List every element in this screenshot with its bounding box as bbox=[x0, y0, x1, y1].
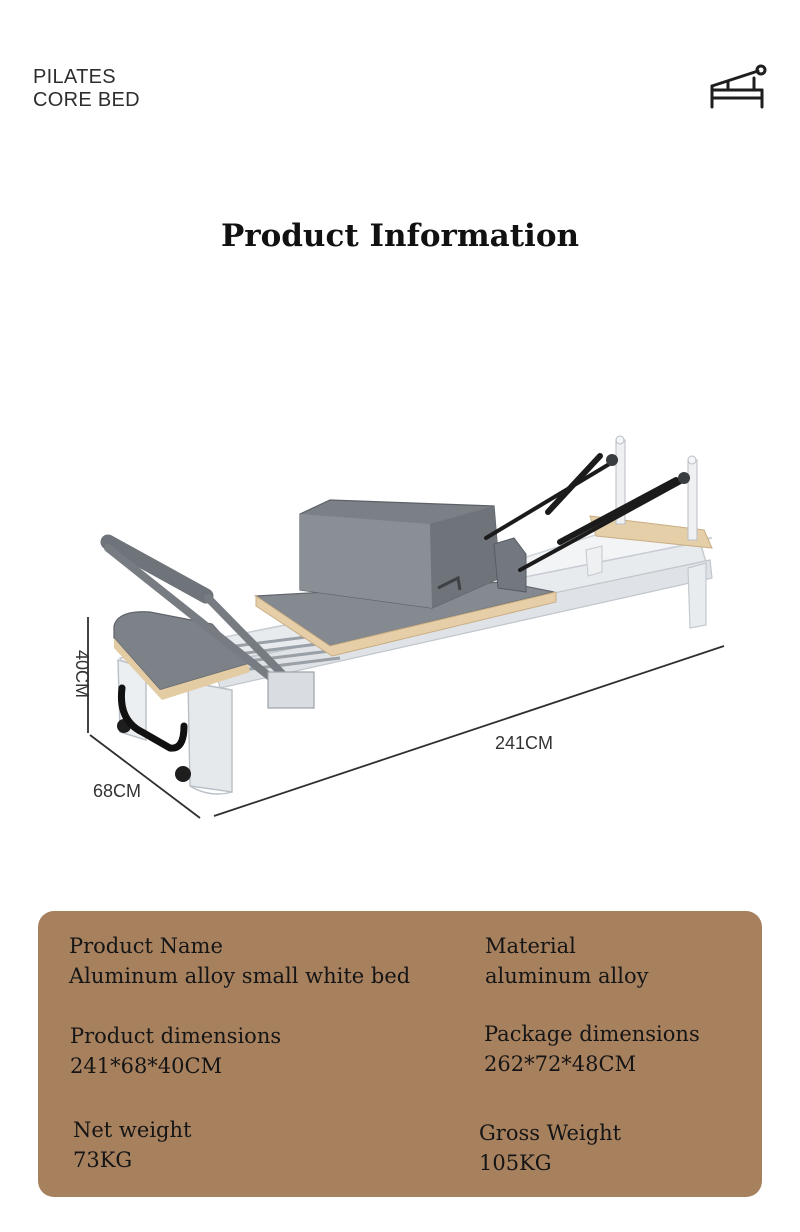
spec-value: aluminum alloy bbox=[485, 964, 649, 988]
brand-line-2: CORE BED bbox=[33, 89, 140, 111]
spec-label: Net weight bbox=[73, 1118, 192, 1142]
length-dimension-label: 241CM bbox=[495, 733, 553, 753]
spec-value: 73KG bbox=[73, 1148, 133, 1172]
spec-value: 105KG bbox=[479, 1151, 552, 1175]
spec-label: Material bbox=[485, 934, 576, 958]
spec-material: Material aluminum alloy bbox=[485, 931, 649, 991]
spec-value: 262*72*48CM bbox=[484, 1052, 637, 1076]
height-dimension-label: 40CM bbox=[72, 650, 92, 698]
page-title: Product Information bbox=[220, 218, 580, 254]
reformer-product-illustration: 40CM 68CM 241CM bbox=[72, 435, 725, 819]
spec-product-dimensions: Product dimensions 241*68*40CM bbox=[70, 1021, 281, 1081]
spec-label: Product dimensions bbox=[70, 1024, 282, 1048]
spec-label: Product Name bbox=[69, 934, 223, 958]
brand-name: PILATES CORE BED bbox=[33, 66, 140, 112]
spec-label: Package dimensions bbox=[484, 1022, 700, 1046]
dimension-lines bbox=[87, 617, 725, 819]
length-dimension-line bbox=[213, 645, 725, 817]
width-dimension-label: 68CM bbox=[93, 781, 141, 801]
spec-package-dimensions: Package dimensions 262*72*48CM bbox=[484, 1019, 700, 1079]
spec-gross-weight: Gross Weight 105KG bbox=[479, 1118, 621, 1178]
spec-panel: Product Name Aluminum alloy small white … bbox=[38, 911, 762, 1197]
reformer-bed-icon bbox=[710, 64, 767, 109]
spec-net-weight: Net weight 73KG bbox=[73, 1115, 191, 1175]
spec-product-name: Product Name Aluminum alloy small white … bbox=[69, 931, 410, 991]
brand-line-1: PILATES bbox=[33, 66, 116, 88]
spec-value: 241*68*40CM bbox=[70, 1054, 223, 1078]
spec-label: Gross Weight bbox=[479, 1121, 622, 1145]
spec-value: Aluminum alloy small white bed bbox=[69, 964, 411, 988]
width-dimension-line bbox=[89, 734, 201, 819]
